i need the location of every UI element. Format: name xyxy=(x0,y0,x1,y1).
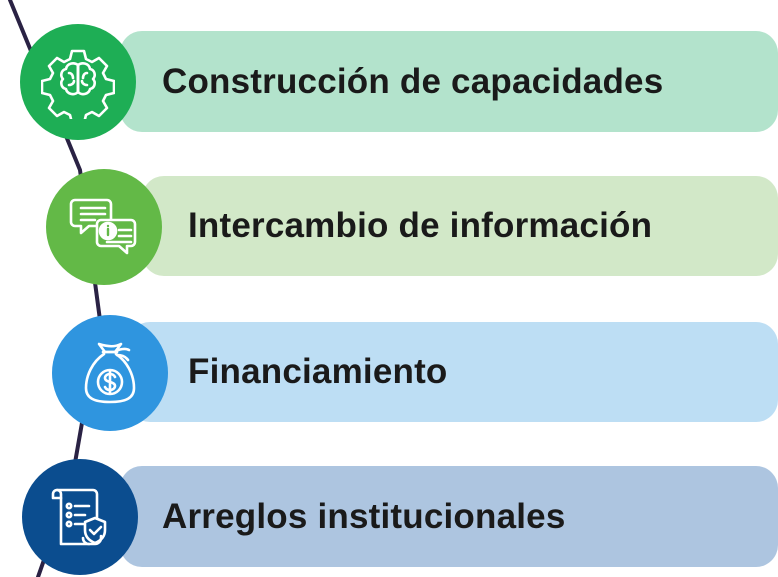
financing-badge xyxy=(52,315,168,431)
information-exchange-badge xyxy=(46,169,162,285)
capacity-building-badge xyxy=(20,24,136,140)
item-label: Financiamiento xyxy=(188,352,448,391)
brain-gear-icon xyxy=(41,45,115,119)
chat-info-icon xyxy=(67,190,141,264)
item-bar-information-exchange: Intercambio de información xyxy=(142,176,778,276)
item-label: Arreglos institucionales xyxy=(162,496,566,536)
institutional-arrangements-badge xyxy=(22,459,138,575)
item-bar-capacity-building: Construcción de capacidades xyxy=(120,31,778,132)
item-bar-financing: Financiamiento xyxy=(128,322,778,422)
item-bar-institutional-arrangements: Arreglos institucionales xyxy=(120,466,778,567)
money-bag-icon xyxy=(73,336,147,410)
document-shield-icon xyxy=(43,480,117,554)
item-label: Intercambio de información xyxy=(188,206,653,245)
item-label: Construcción de capacidades xyxy=(162,61,664,101)
